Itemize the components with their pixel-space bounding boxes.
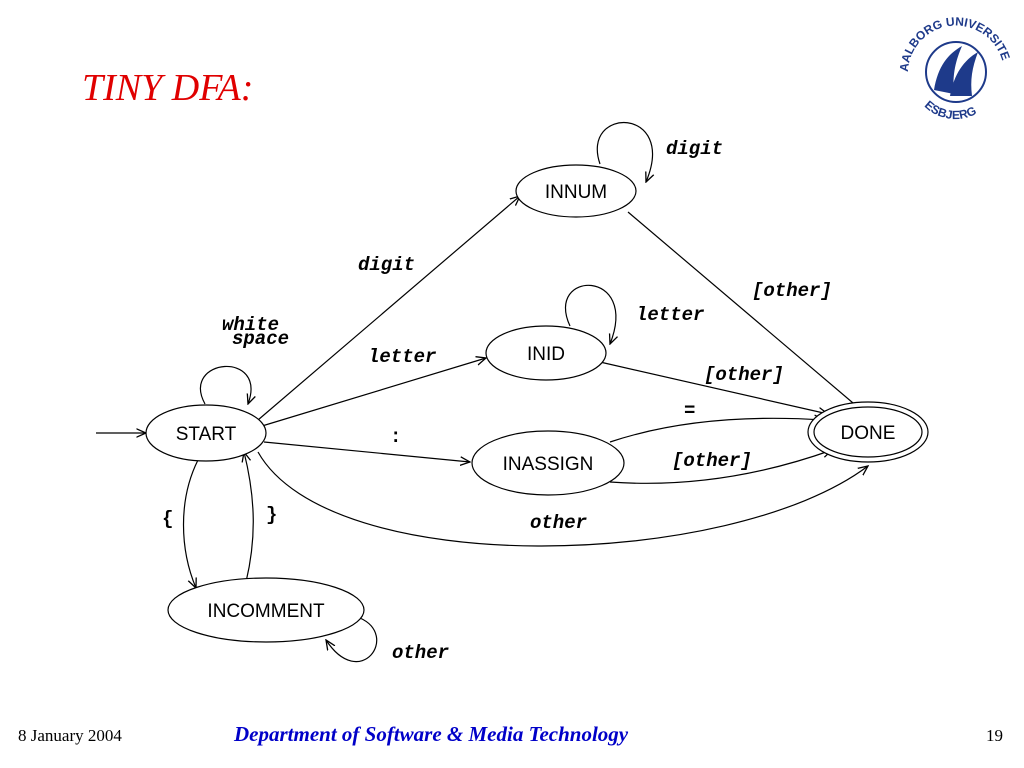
dfa-diagram: START INNUM INID INASSIGN INCOMMENT DONE… — [96, 122, 929, 664]
label-innum-done: [other] — [752, 280, 832, 302]
label-start-innum: digit — [358, 254, 415, 276]
state-inid: INID — [485, 325, 607, 381]
label-inassign-done-eq: = — [684, 400, 695, 422]
label-innum-loop: digit — [666, 138, 723, 160]
state-inid-label: INID — [527, 344, 565, 365]
state-inassign-label: INASSIGN — [503, 454, 594, 475]
label-start-done: other — [530, 512, 588, 534]
label-start-loop-line2: space — [232, 328, 289, 350]
university-logo: AALBORG UNIVERSITET ESBJERG — [890, 2, 1013, 122]
edge-incomment-loop — [326, 617, 378, 663]
state-innum-label: INNUM — [545, 182, 607, 203]
page-number: 19 — [986, 726, 1003, 745]
edge-start-innum — [257, 196, 520, 421]
slide-title: TINY DFA: — [82, 67, 254, 109]
label-start-inid: letter — [368, 346, 437, 368]
label-inid-loop: letter — [636, 304, 705, 326]
label-incomment-loop: other — [392, 642, 450, 664]
label-start-incomment: { — [162, 508, 173, 530]
state-done: DONE — [807, 401, 929, 463]
edge-innum-loop — [596, 122, 652, 182]
label-start-inassign: : — [390, 426, 401, 448]
footer-department: Department of Software & Media Technolog… — [234, 722, 629, 746]
edge-inid-loop — [564, 284, 615, 344]
university-wave-logo-icon — [925, 41, 987, 103]
edge-start-incomment — [182, 459, 199, 588]
state-start-label: START — [176, 424, 237, 445]
state-done-label: DONE — [841, 423, 896, 444]
label-inid-done: [other] — [704, 364, 784, 386]
edge-incomment-start — [244, 452, 254, 583]
edge-start-inid — [261, 358, 486, 427]
footer-date: 8 January 2004 — [18, 726, 122, 745]
edge-inassign-done-other — [609, 450, 832, 484]
edge-start-done — [257, 451, 868, 547]
edge-innum-done — [627, 211, 866, 414]
edge-start-loop — [199, 365, 250, 404]
label-inassign-done-other: [other] — [672, 450, 752, 472]
label-start-loop-line1: white — [222, 314, 279, 336]
label-incomment-start: } — [266, 504, 277, 526]
edge-inassign-done-eq — [609, 418, 824, 443]
state-incomment-label: INCOMMENT — [207, 601, 325, 622]
state-inassign: INASSIGN — [471, 430, 625, 496]
edge-inid-done — [599, 361, 828, 414]
edge-start-inassign — [263, 441, 470, 462]
state-start: START — [145, 404, 267, 462]
state-incomment: INCOMMENT — [167, 577, 365, 643]
state-innum: INNUM — [515, 164, 637, 218]
